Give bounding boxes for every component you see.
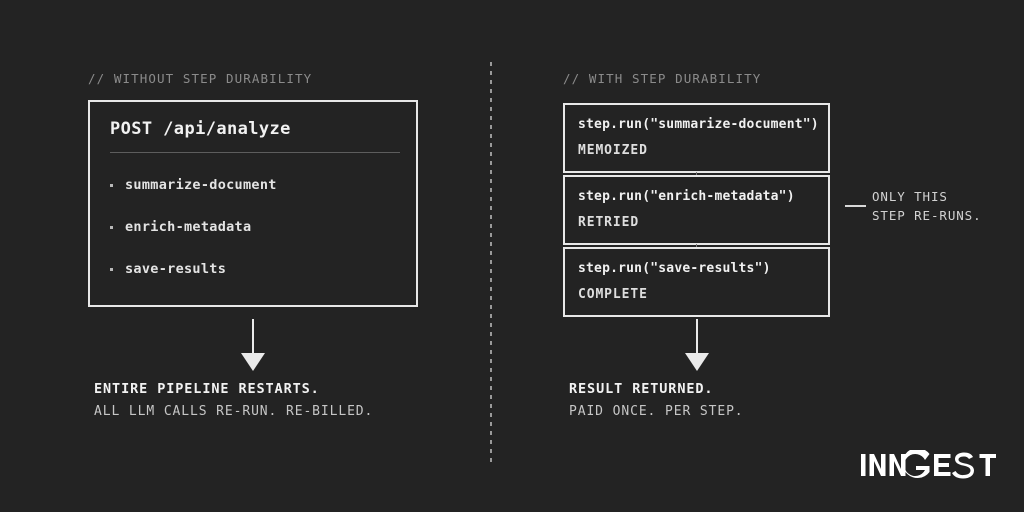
- callout-line-2: STEP RE-RUNS.: [872, 208, 982, 223]
- down-arrow-icon: [685, 319, 709, 371]
- step-status-badge: RETRIED: [578, 215, 640, 230]
- outcome-headline: RESULT RETURNED.: [569, 381, 714, 397]
- bullet-icon: [110, 183, 113, 187]
- step-call-label: step.run("enrich-metadata"): [578, 189, 795, 204]
- list-item: save-results: [110, 248, 400, 290]
- step-connector: [696, 172, 697, 176]
- bullet-icon: [110, 225, 113, 229]
- arrow-head: [685, 353, 709, 371]
- list-item-label: summarize-document: [125, 177, 277, 193]
- right-panel-comment: // WITH STEP DURABILITY: [563, 71, 762, 86]
- endpoint-title: POST /api/analyze: [110, 119, 291, 139]
- callout-annotation: ONLY THIS STEP RE-RUNS.: [872, 187, 982, 225]
- step-box-save-results: step.run("save-results") COMPLETE: [563, 247, 830, 317]
- without-durability-box: POST /api/analyze summarize-document enr…: [88, 100, 418, 307]
- left-panel-comment: // WITHOUT STEP DURABILITY: [88, 71, 313, 86]
- right-outcome: RESULT RETURNED. PAID ONCE. PER STEP.: [569, 381, 744, 419]
- list-item-label: enrich-metadata: [125, 219, 252, 235]
- left-outcome: ENTIRE PIPELINE RESTARTS. ALL LLM CALLS …: [94, 381, 373, 419]
- step-status-badge: COMPLETE: [578, 287, 648, 302]
- outcome-subline: PAID ONCE. PER STEP.: [569, 404, 744, 419]
- step-call-label: step.run("summarize-document"): [578, 117, 819, 132]
- outcome-headline: ENTIRE PIPELINE RESTARTS.: [94, 381, 320, 397]
- arrow-stem: [252, 319, 254, 356]
- callout-line-1: ONLY THIS: [872, 189, 948, 204]
- step-box-summarize-document: step.run("summarize-document") MEMOIZED: [563, 103, 830, 173]
- pipeline-step-list: summarize-document enrich-metadata save-…: [110, 164, 400, 290]
- step-box-enrich-metadata: step.run("enrich-metadata") RETRIED: [563, 175, 830, 245]
- bullet-icon: [110, 267, 113, 271]
- list-item: enrich-metadata: [110, 206, 400, 248]
- arrow-head: [241, 353, 265, 371]
- step-connector: [696, 244, 697, 248]
- step-status-badge: MEMOIZED: [578, 143, 648, 158]
- step-call-label: step.run("save-results"): [578, 261, 771, 276]
- down-arrow-icon: [241, 319, 265, 371]
- inngest-logo: [861, 450, 996, 479]
- panel-divider: [490, 62, 492, 464]
- list-item-label: save-results: [125, 261, 227, 277]
- list-item: summarize-document: [110, 164, 400, 206]
- arrow-stem: [696, 319, 698, 356]
- title-divider: [110, 152, 400, 153]
- outcome-subline: ALL LLM CALLS RE-RUN. RE-BILLED.: [94, 404, 374, 419]
- callout-leader-line: [845, 205, 866, 207]
